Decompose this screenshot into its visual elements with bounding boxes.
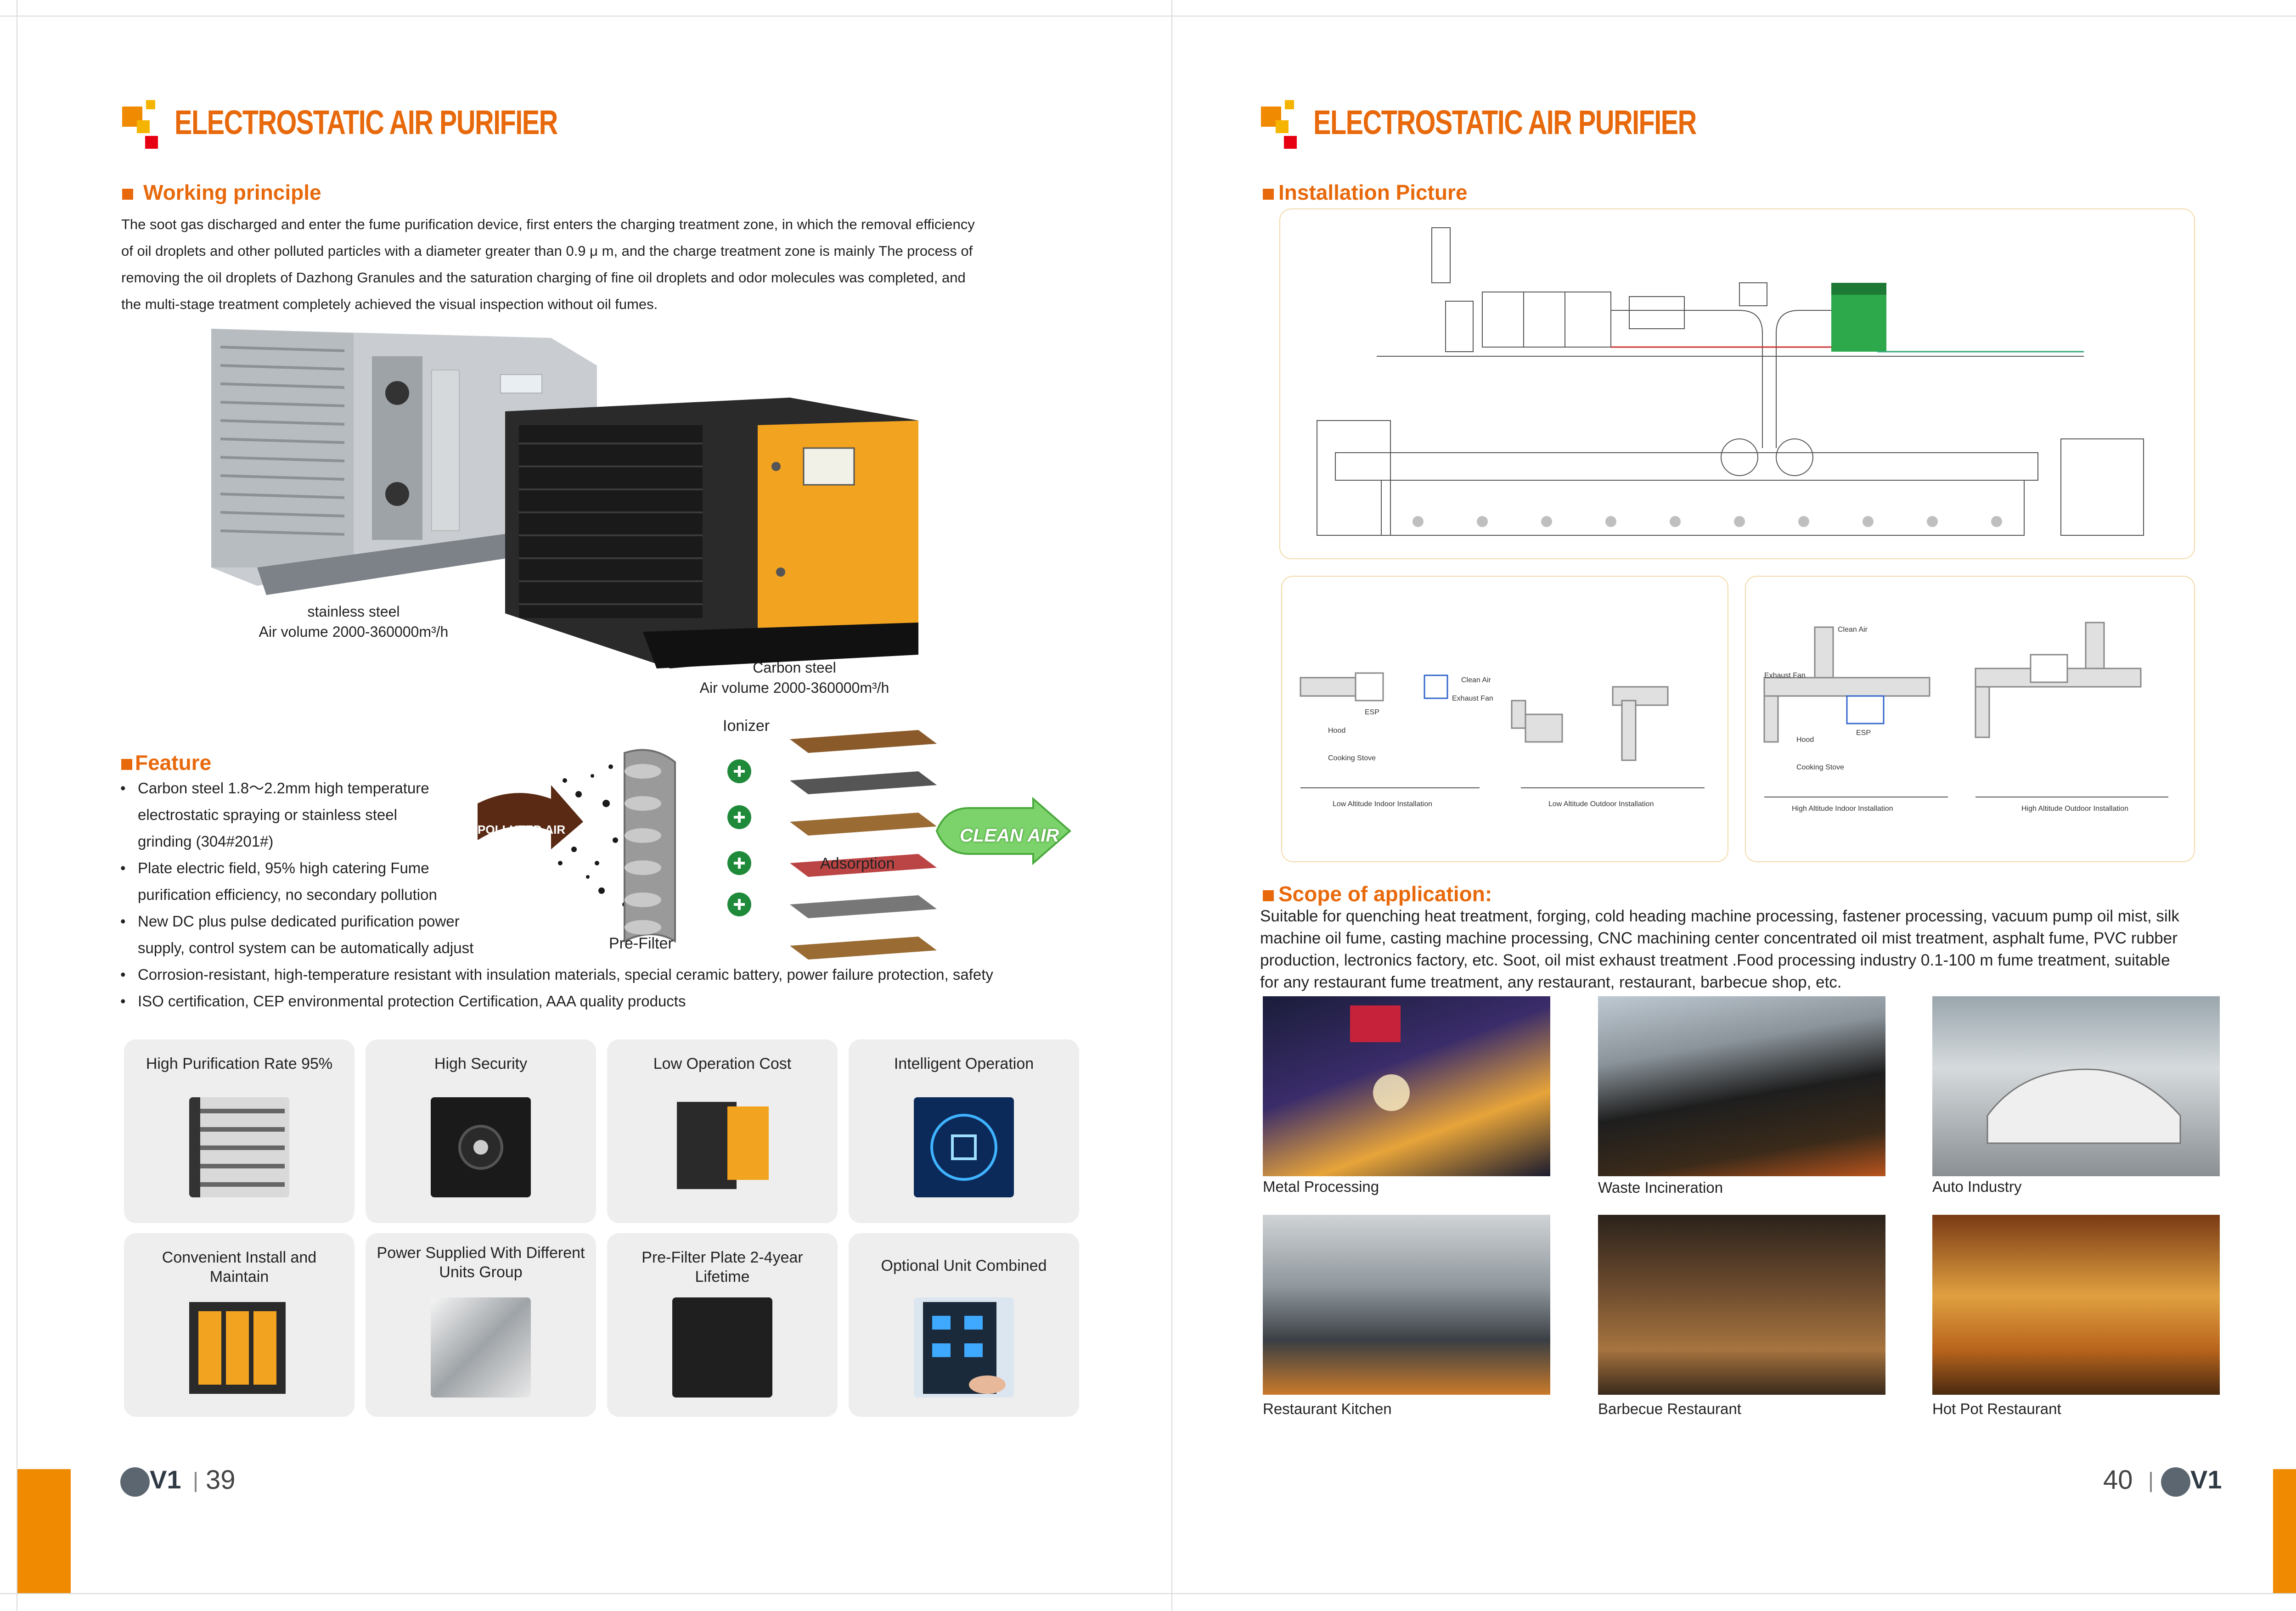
- bullet-square-icon: [1263, 188, 1274, 200]
- page-title: ELECTROSTATIC AIR PURIFIER: [1313, 103, 1697, 141]
- footer-separator: [195, 1472, 197, 1492]
- installation-diagram-main: [1279, 208, 2195, 559]
- svg-text:Hood: Hood: [1796, 736, 1814, 744]
- svg-text:Exhaust Fan: Exhaust Fan: [1452, 695, 1493, 702]
- right-corner-bar: [2273, 1469, 2296, 1593]
- paragraph-line: Suitable for quenching heat treatment, f…: [1260, 907, 2179, 925]
- feature-heading: Feature: [121, 750, 211, 775]
- feature-item-continuation: supply, control system can be automatica…: [138, 939, 474, 956]
- installation-heading: Installation Picture: [1263, 180, 1468, 205]
- page-number: 39: [206, 1465, 236, 1495]
- photo-caption: Hot Pot Restaurant: [1932, 1400, 2061, 1417]
- feature-item: New DC plus pulse dedicated purification…: [120, 908, 1131, 935]
- ionizer-label: Ionizer: [723, 717, 770, 735]
- svg-text:Cooking Stove: Cooking Stove: [1796, 763, 1844, 771]
- feature-card: Low Operation Cost: [607, 1039, 838, 1223]
- feature-list: Carbon steel 1.8～2.2mm high temperature …: [120, 775, 1131, 1015]
- scope-text: Suitable for quenching heat treatment, f…: [1260, 905, 2224, 994]
- touch-panel-icon: [914, 1297, 1014, 1398]
- top-trim-line: [0, 16, 2296, 17]
- feature-card: Intelligent Operation: [849, 1039, 1079, 1223]
- feature-card: High Security: [366, 1039, 596, 1223]
- metal-processing-photo: [1263, 996, 1550, 1176]
- center-fold-line: [1171, 0, 1172, 1611]
- working-principle-text: The soot gas discharged and enter the fu…: [121, 211, 1131, 318]
- photo-caption: Waste Incineration: [1598, 1179, 1723, 1196]
- safety-switch-icon: [431, 1097, 531, 1197]
- paragraph-line: removing the oil droplets of Dazhong Gra…: [121, 269, 966, 286]
- paragraph-line: production, lectronics factory, etc. Soo…: [1260, 951, 2170, 969]
- stainless-steel-caption: stainless steel Air volume 2000-360000m³…: [259, 603, 449, 640]
- feature-item: Corrosion-resistant, high-temperature re…: [120, 961, 1131, 988]
- bottom-trim-line: [0, 1593, 2296, 1594]
- svg-text:Exhaust Fan: Exhaust Fan: [1764, 672, 1806, 679]
- auto-industry-photo: [1932, 996, 2220, 1176]
- steel-plate-icon: [431, 1297, 531, 1398]
- restaurant-kitchen-photo: [1263, 1215, 1550, 1395]
- left-corner-bar: [17, 1469, 71, 1593]
- bullet-square-icon: [121, 758, 132, 770]
- paragraph-line: The soot gas discharged and enter the fu…: [121, 216, 975, 232]
- feature-item: Plate electric field, 95% high catering …: [120, 855, 1131, 881]
- photo-caption: Barbecue Restaurant: [1598, 1400, 1741, 1417]
- hot-pot-restaurant-photo: [1932, 1215, 2220, 1395]
- photo-caption: Restaurant Kitchen: [1263, 1400, 1392, 1417]
- barbecue-restaurant-photo: [1598, 1215, 1885, 1395]
- paragraph-line: for any restaurant fume treatment, any r…: [1260, 973, 1842, 991]
- svg-text:ESP: ESP: [1856, 729, 1871, 737]
- photo-caption: Auto Industry: [1932, 1178, 2022, 1195]
- high-indoor-caption: High Altitude Indoor Installation: [1792, 805, 1893, 813]
- feature-item-continuation: purification efficiency, no secondary po…: [138, 886, 437, 903]
- filtration-layers-diagram: [459, 712, 1084, 969]
- paragraph-line: the multi-stage treatment completely ach…: [121, 296, 658, 312]
- scope-heading: Scope of application:: [1263, 881, 1492, 906]
- feature-card: Convenient Install and Maintain: [124, 1233, 355, 1417]
- stainless-steel-purifier-image: [202, 329, 606, 595]
- digital-chip-icon: [914, 1097, 1014, 1197]
- page-title: ELECTROSTATIC AIR PURIFIER: [174, 103, 558, 141]
- feature-item: ISO certification, CEP environmental pro…: [120, 988, 1131, 1015]
- bullet-square-icon: [1263, 890, 1274, 901]
- footer-separator: [2150, 1472, 2152, 1492]
- svg-text:Cooking Stove: Cooking Stove: [1328, 754, 1376, 762]
- polluted-air-label: POLLUTED AIR: [478, 823, 566, 836]
- svg-text:Clean Air: Clean Air: [1461, 676, 1491, 684]
- brand-logo-text: V1: [2190, 1465, 2222, 1494]
- page-number: 40: [2103, 1465, 2133, 1495]
- brand-logo-icon: [120, 1467, 150, 1497]
- waste-incineration-photo: [1598, 996, 1885, 1176]
- feature-card: High Purification Rate 95%: [124, 1039, 355, 1223]
- low-indoor-caption: Low Altitude Indoor Installation: [1333, 800, 1432, 808]
- svg-text:Hood: Hood: [1328, 727, 1345, 735]
- feature-card: Optional Unit Combined: [849, 1233, 1079, 1417]
- low-outdoor-caption: Low Altitude Outdoor Installation: [1548, 800, 1654, 808]
- feature-item-continuation: grinding (304#201#): [138, 833, 274, 850]
- filter-plates-icon: [189, 1097, 289, 1197]
- working-principle-heading: Working principle: [122, 180, 321, 205]
- purifier-unit-icon: [672, 1097, 772, 1197]
- prefilter-label: Pre-Filter: [609, 935, 673, 952]
- carbon-steel-caption: Carbon steel Air volume 2000-360000m³/h: [699, 659, 889, 696]
- feature-item: Carbon steel 1.8～2.2mm high temperature: [120, 775, 1131, 802]
- carbon-steel-purifier-image: [505, 398, 918, 668]
- brand-logo-text: V1: [150, 1465, 181, 1494]
- svg-text:ESP: ESP: [1365, 708, 1379, 716]
- low-altitude-diagram: Exhaust Fan Clean Air ESP Hood Cooking S…: [1281, 576, 1728, 862]
- paragraph-line: of oil droplets and other polluted parti…: [121, 243, 973, 259]
- modular-unit-icon: [189, 1297, 289, 1398]
- prefilter-plate-icon: [672, 1297, 772, 1398]
- clean-air-label: CLEAN AIR: [960, 825, 1059, 846]
- feature-item-continuation: electrostatic spraying or stainless stee…: [138, 806, 397, 823]
- bullet-square-icon: [122, 188, 133, 200]
- high-outdoor-caption: High Altitude Outdoor Installation: [2021, 805, 2128, 813]
- high-altitude-diagram: Clean Air Exhaust Fan ESP Hood Cooking S…: [1745, 576, 2195, 862]
- feature-card: Pre-Filter Plate 2-4year Lifetime: [607, 1233, 838, 1417]
- svg-text:Clean Air: Clean Air: [1838, 626, 1868, 634]
- brand-logo-icon: [2161, 1467, 2190, 1497]
- photo-caption: Metal Processing: [1263, 1178, 1379, 1195]
- paragraph-line: machine oil fume, casting machine proces…: [1260, 929, 2178, 947]
- adsorption-label: Adsorption: [820, 855, 895, 872]
- feature-card: Power Supplied With Different Units Grou…: [366, 1233, 596, 1417]
